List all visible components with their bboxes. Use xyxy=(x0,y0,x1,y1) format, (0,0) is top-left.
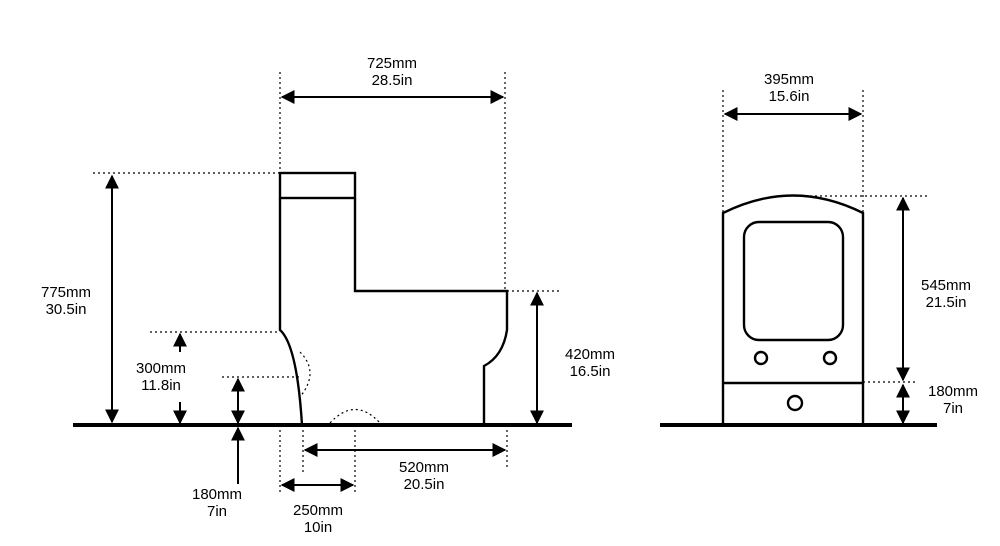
outlet-dotted xyxy=(329,409,381,424)
rough-in-in-label: 7in xyxy=(207,503,227,520)
tank-lid xyxy=(278,171,357,200)
rough-in-mm-label: 180mm xyxy=(192,486,242,503)
width-in-label: 28.5in xyxy=(372,72,413,89)
right-bolt-hole xyxy=(822,350,838,366)
outlet-offset-in-label: 10in xyxy=(304,519,332,536)
side-dimension-arrows xyxy=(105,90,544,492)
trap-height-in-label: 11.8in xyxy=(141,377,181,394)
seat-height-in-label: 16.5in xyxy=(570,363,611,380)
trapway-dotted xyxy=(299,351,311,398)
tank-front-outline xyxy=(721,194,865,425)
base-length-mm-label: 520mm xyxy=(399,459,449,476)
base-bolt-hole xyxy=(786,394,804,412)
front-width-in-label: 15.6in xyxy=(769,88,810,105)
seat-cover-panel xyxy=(742,220,845,342)
side-dimension-labels: 725mm 28.5in 775mm 30.5in 300mm 11.8in 4… xyxy=(41,55,615,536)
toilet-back-profile xyxy=(353,198,509,425)
base-length-in-label: 20.5in xyxy=(404,476,445,493)
side-view: 725mm 28.5in 775mm 30.5in 300mm 11.8in 4… xyxy=(41,55,615,536)
width-mm-label: 725mm xyxy=(367,55,417,72)
front-width-mm-label: 395mm xyxy=(764,71,814,88)
left-bolt-hole xyxy=(753,350,769,366)
front-dimension-arrows xyxy=(723,107,910,425)
base-height-in-label: 7in xyxy=(943,400,963,417)
toilet-side-outline xyxy=(278,171,509,426)
front-extension-lines xyxy=(722,90,930,383)
tank-height-mm-label: 545mm xyxy=(921,277,971,294)
front-view: 395mm 15.6in 545mm 21.5in 180mm 7in xyxy=(660,71,978,427)
side-extension-lines xyxy=(93,72,560,495)
total-height-mm-label: 775mm xyxy=(41,284,91,301)
seat-height-mm-label: 420mm xyxy=(565,346,615,363)
toilet-front-outline xyxy=(721,194,865,425)
base-height-mm-label: 180mm xyxy=(928,383,978,400)
front-dimension-labels: 395mm 15.6in 545mm 21.5in 180mm 7in xyxy=(764,71,978,417)
trap-height-mm-label: 300mm xyxy=(136,360,186,377)
outlet-offset-mm-label: 250mm xyxy=(293,502,343,519)
total-height-in-label: 30.5in xyxy=(46,301,87,318)
toilet-front-profile xyxy=(278,198,304,426)
tank-height-in-label: 21.5in xyxy=(926,294,967,311)
